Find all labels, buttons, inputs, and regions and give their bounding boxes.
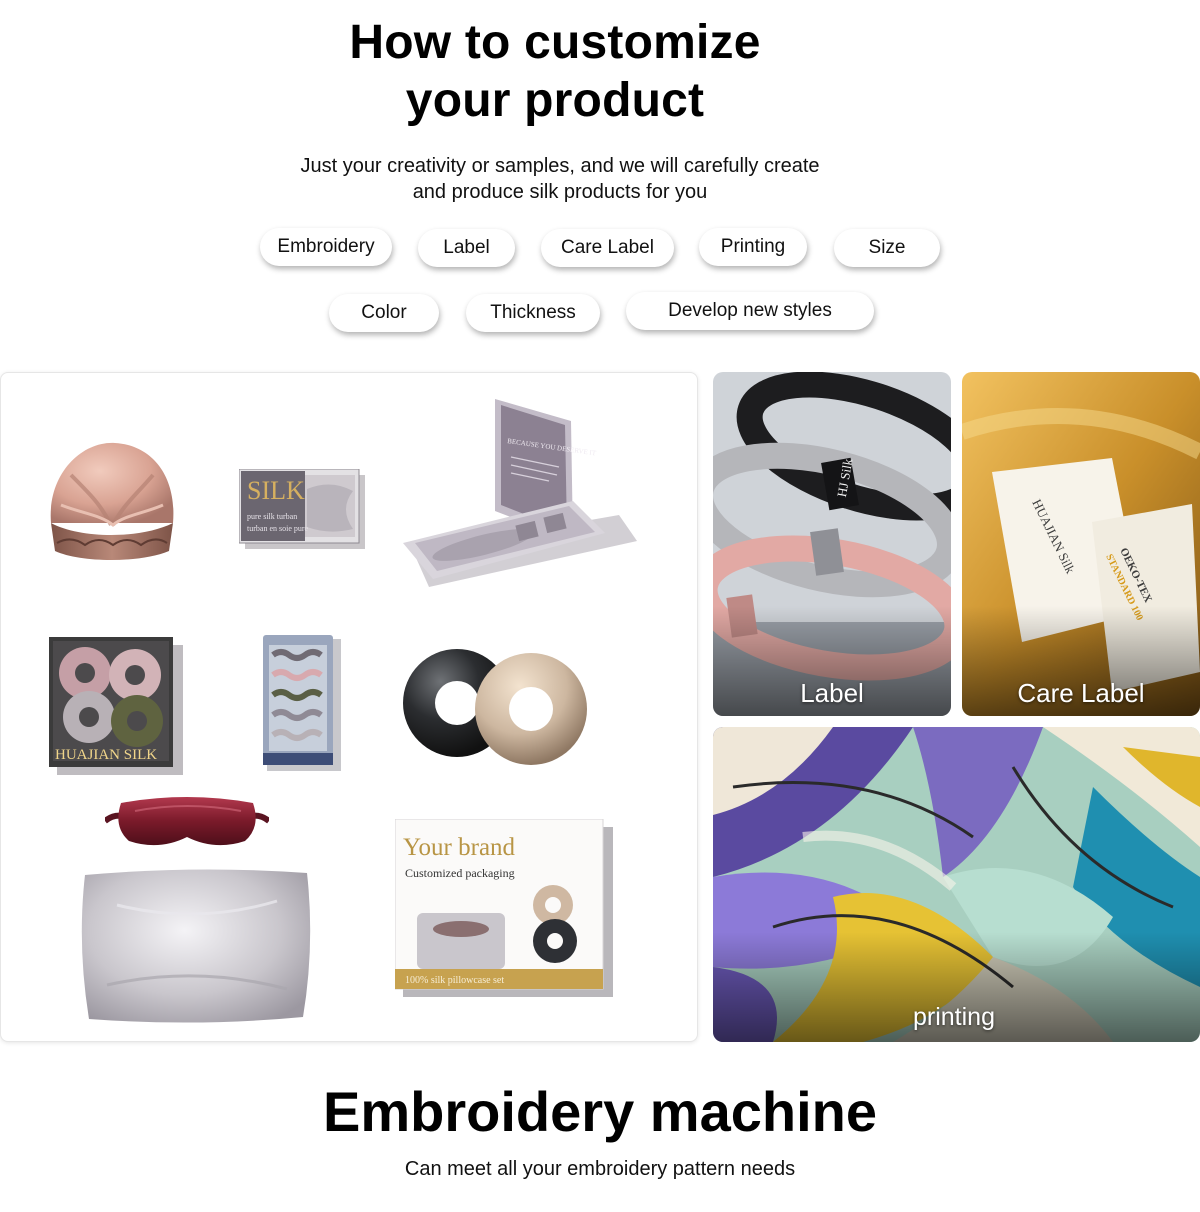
option-care-label[interactable]: Care Label [541,229,674,267]
page-title: How to customize your product [0,14,1110,130]
embroidery-subtitle: Can meet all your embroidery pattern nee… [404,1158,796,1180]
embroidery-title: Embroidery machine [323,1080,877,1143]
option-develop-new-styles[interactable]: Develop new styles [626,292,874,330]
label-tag-text: HJ Silk [834,457,856,498]
scrunchie-pack-image: HUAJIAN SILK [49,637,183,775]
option-color[interactable]: Color [329,294,439,332]
page-subtitle-line2: and produce silk products for you [412,181,708,203]
brand-box-sub: Customized packaging [405,866,515,880]
tile-printing[interactable]: printing [713,727,1200,1042]
tile-printing-caption: printing [913,1003,995,1031]
skinny-scrunchie-tube-image [263,635,341,771]
scrunchie-pack-brand: HUAJIAN SILK [55,747,157,763]
care-label-tile-shade [962,606,1200,716]
silk-box-line2: turban en soie pure [247,524,309,533]
option-thickness[interactable]: Thickness [466,294,600,332]
option-size[interactable]: Size [834,229,940,267]
tile-label[interactable]: HJ Silk Label [713,372,951,716]
silk-box-line1: pure silk turban [247,512,297,521]
tile-label-caption: Label [800,678,864,708]
silk-box-title: SILK [247,476,305,505]
gift-box-set-image: BECAUSE YOU DESERVE IT [403,399,637,587]
page-subtitle-line1: Just your creativity or samples, and we … [300,155,820,177]
printing-tile-shade [713,932,1200,1042]
brand-box-title: Your brand [403,834,516,861]
tile-care-label-caption: Care Label [1017,678,1145,708]
option-printing[interactable]: Printing [699,228,807,266]
eye-mask-image [105,797,269,846]
scrunchies-black-champagne-image [403,649,587,765]
page-title-line1: How to customize [349,16,761,69]
silk-turban-box-image: SILK pure silk turban turban en soie pur… [239,469,365,549]
option-embroidery[interactable]: Embroidery [260,228,392,266]
brand-box-footer: 100% silk pillowcase set [405,975,504,986]
tile-care-label[interactable]: HUAJIAN Silk OEKO-TEX STANDARD 100 Care … [962,372,1200,716]
silver-pillowcase-image [81,869,311,1023]
product-collage: SILK pure silk turban turban en soie pur… [0,372,698,1042]
option-label[interactable]: Label [418,229,515,267]
brand-packaging-image: Your brand Customized packaging 100% sil… [395,819,613,997]
page-title-line2: your product [405,74,705,127]
silk-turban-image [50,442,174,560]
label-tile-shade [713,606,951,716]
page-subtitle: Just your creativity or samples, and we … [0,153,1120,205]
